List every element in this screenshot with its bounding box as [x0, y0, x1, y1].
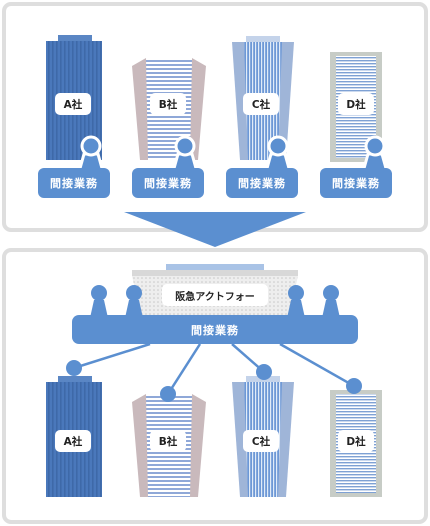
shared-dept-label: 間接業務 — [191, 323, 239, 337]
top-company-d-label: D社 — [338, 93, 374, 115]
person-icon — [171, 135, 199, 174]
person-icon — [90, 285, 108, 318]
person-icon — [77, 135, 105, 174]
person-icon — [322, 285, 340, 318]
connector-lines — [73, 342, 355, 395]
down-arrow — [124, 212, 306, 247]
person-icon — [361, 135, 389, 174]
top-company-b-label: B社 — [150, 93, 186, 115]
person-icon — [264, 135, 292, 174]
hub-label: 阪急アクトフォー — [162, 284, 268, 306]
bottom-company-d-label: D社 — [338, 430, 374, 452]
top-dept-a: 間接業務 — [38, 168, 110, 198]
top-company-c-label: C社 — [243, 93, 279, 115]
bottom-company-c-label: C社 — [243, 430, 279, 452]
top-dept-b: 間接業務 — [132, 168, 204, 198]
bottom-company-b-label: B社 — [150, 430, 186, 452]
shared-dept-bar — [72, 315, 358, 344]
top-company-a-label: A社 — [55, 93, 91, 115]
top-dept-c: 間接業務 — [226, 168, 298, 198]
connection-nodes — [66, 360, 362, 402]
person-icon — [287, 285, 305, 318]
person-icon — [125, 285, 143, 318]
top-dept-d: 間接業務 — [320, 168, 392, 198]
bottom-company-a-label: A社 — [55, 430, 91, 452]
hub-person-icons — [90, 285, 340, 318]
